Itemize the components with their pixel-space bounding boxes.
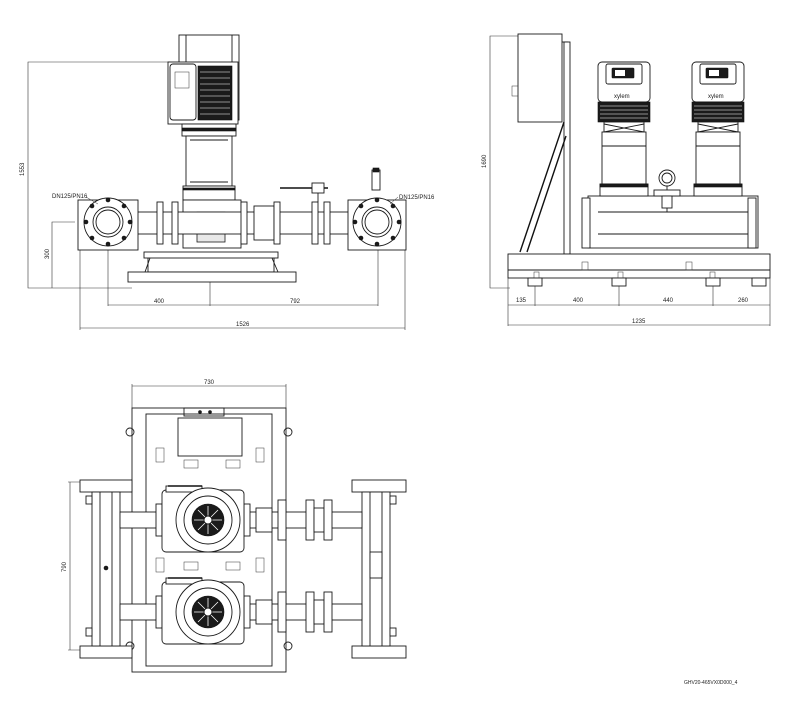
axis-height-line [51,221,75,288]
side-height-dim: 1690 [482,154,488,168]
pump-2-barrel [695,131,741,185]
front-height-dim: 1553 [20,162,26,176]
front-left-offset-dim: 400 [154,299,165,305]
top-pump-2 [161,577,245,645]
side-view: 1690 [482,33,771,326]
flange-left-label: DN125/PN16 [52,194,88,200]
suction-flange-left [77,197,139,251]
top-depth-dim: 790 [62,561,68,572]
pump-1-brand: xylem [614,94,630,100]
front-spacing-dim: 792 [290,299,301,305]
valve-flange [240,201,248,245]
motor-fins [197,65,233,121]
pump-barrel [185,135,233,187]
side-total-dim: 1235 [632,319,646,325]
flange-right-label: DN125/PN16 [399,195,435,201]
discharge-flange-right [347,197,407,251]
pressure-sensor [371,169,381,191]
side-dim-b: 400 [573,298,584,304]
side-pump-1: xylem [597,61,651,197]
side-pump-2: xylem [691,61,745,197]
front-view: 1553 300 400 792 1526 [20,34,435,330]
pump-2-brand: xylem [708,94,724,100]
motor-drive-cover [169,63,197,121]
branch-valve-2 [313,599,325,625]
base-frame [127,271,297,283]
side-dim-c: 440 [663,298,674,304]
side-dim-d: 260 [738,298,749,304]
side-dim-a: 135 [516,298,527,304]
top-pressure-sensor [369,551,383,579]
top-view: 730 790 [62,380,407,673]
top-control-panel [177,417,243,457]
top-width-dim: 730 [204,380,215,386]
pump-2-motor [691,101,745,123]
top-pump-1 [161,485,245,553]
drawing-code: GHV20-465VX0D000_4 [684,680,738,686]
pressure-gauge [658,169,676,187]
panel-stand [563,41,571,255]
side-height-dim-line [489,35,518,289]
manifold-pipe [131,211,373,235]
non-return-valve [253,205,275,241]
pump-1-barrel [601,131,647,185]
side-base-frame [507,253,771,279]
front-total-width-dim: 1526 [236,322,250,328]
side-manifold [587,195,759,249]
branch-valve-1 [313,507,325,533]
front-axis-height-dim: 300 [45,248,51,259]
side-control-panel [517,33,563,123]
pump-1-motor [597,101,651,123]
